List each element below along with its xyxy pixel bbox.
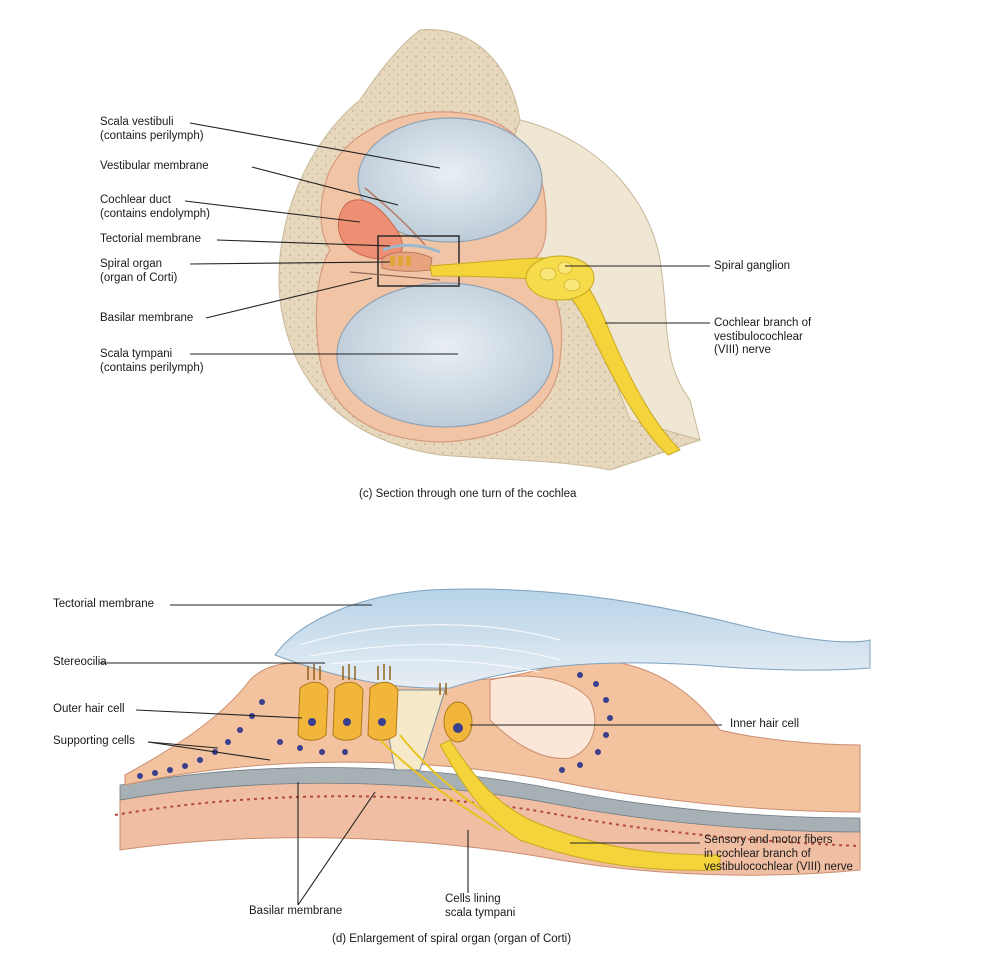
label-basilar-membrane-d: Basilar membrane: [249, 905, 343, 917]
label-sensory-fibers-line1: Sensory and motor fibers: [704, 834, 833, 846]
label-scala-vestibuli-line2: (contains perilymph): [100, 129, 204, 142]
label-outer-hair-cell: Outer hair cell: [53, 703, 125, 715]
tectorial-membrane: [274, 588, 871, 689]
nerve-fibers: [439, 739, 721, 871]
panel-c-leaders: [184, 122, 710, 355]
caption-panel-c: (c) Section through one turn of the coch…: [359, 488, 577, 500]
label-basilar-membrane-c: Basilar membrane: [100, 312, 194, 324]
panel-d-leaders: [100, 604, 722, 906]
label-cochlear-branch: Cochlear branch of vestibulocochlear (VI…: [714, 317, 811, 358]
label-cells-lining-line1: Cells lining: [445, 893, 501, 905]
label-spiral-organ-line2: (organ of Corti): [100, 271, 178, 284]
outer-hair-cells: [297, 681, 399, 741]
label-cochlear-duct-line2: (contains endolymph): [100, 207, 210, 220]
spiral-organ: [381, 243, 441, 272]
caption-panel-d: (d) Enlargement of spiral organ (organ o…: [332, 933, 572, 945]
label-sensory-motor-fibers: Sensory and motor fibers in cochlear bra…: [704, 834, 853, 875]
label-scala-tympani: Scala tympani (contains perilymph): [100, 348, 204, 375]
panel-d-illustration: [114, 588, 871, 876]
label-scala-vestibuli: Scala vestibuli (contains perilymph): [100, 116, 204, 143]
stereocilia: [307, 664, 447, 695]
label-scala-tympani-line2: (contains perilymph): [100, 361, 204, 374]
label-supporting-cells: Supporting cells: [53, 735, 135, 747]
label-stereocilia: Stereocilia: [53, 656, 107, 668]
label-spiral-ganglion: Spiral ganglion: [714, 260, 791, 272]
scala-vestibuli: [357, 117, 543, 243]
label-sensory-fibers-line3: vestibulocochlear (VIII) nerve: [704, 861, 853, 873]
label-scala-tympani-line1: Scala tympani: [100, 348, 173, 360]
label-spiral-organ: Spiral organ (organ of Corti): [100, 258, 177, 285]
label-cochlear-duct: Cochlear duct (contains endolymph): [100, 194, 210, 221]
scala-tympani-lining: [114, 795, 861, 847]
label-cells-lining: Cells lining scala tympani: [445, 893, 515, 920]
enlargement-box: [377, 235, 460, 287]
label-vestibular-membrane: Vestibular membrane: [100, 160, 209, 172]
label-sensory-fibers-line2: in cochlear branch of: [704, 847, 811, 860]
supporting-cell-nuclei: [137, 672, 613, 779]
panel-c-illustration: [278, 29, 702, 471]
label-scala-vestibuli-line1: Scala vestibuli: [100, 116, 174, 128]
label-tectorial-membrane-c: Tectorial membrane: [100, 233, 201, 245]
inner-sulcus: [489, 675, 596, 759]
scala-tympani: [336, 282, 554, 428]
spiral-ganglion: [525, 255, 595, 301]
label-cochlear-branch-line3: (VIII) nerve: [714, 344, 771, 356]
label-cochlear-branch-line2: vestibulocochlear: [714, 330, 803, 343]
label-inner-hair-cell: Inner hair cell: [730, 718, 800, 730]
label-cochlear-branch-line1: Cochlear branch of: [714, 317, 812, 329]
label-spiral-organ-line1: Spiral organ: [100, 258, 163, 270]
label-tectorial-membrane-d: Tectorial membrane: [53, 598, 154, 610]
label-cells-lining-line2: scala tympani: [445, 906, 516, 919]
inner-hair-cell: [443, 701, 473, 743]
vestibular-membrane: [364, 187, 426, 246]
label-cochlear-duct-line1: Cochlear duct: [100, 194, 171, 206]
